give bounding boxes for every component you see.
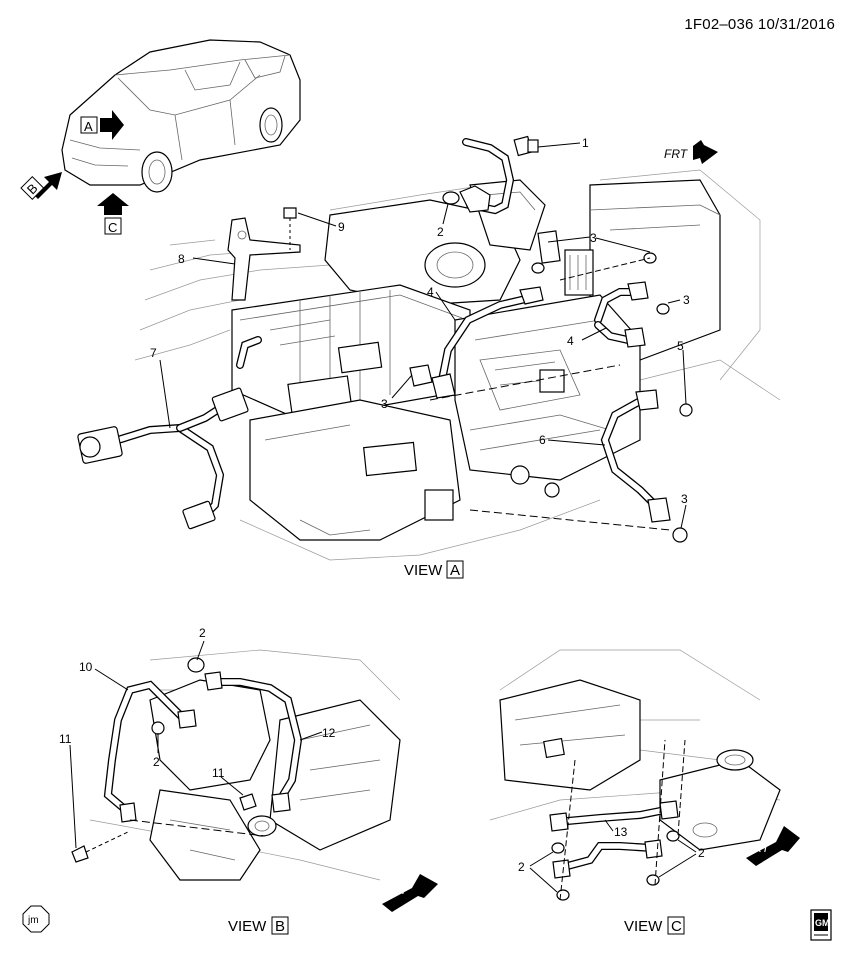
view-b-letter: B [275, 918, 285, 935]
callout-11: 11 [59, 732, 72, 746]
callout-12: 12 [322, 726, 336, 740]
view-b-label: VIEW B [228, 916, 289, 935]
front-indicator-label: FRT [746, 841, 771, 855]
view-c-illustration [489, 649, 781, 901]
view-c-arrow-letter: C [108, 220, 117, 235]
view-a-arrow-letter: A [84, 119, 93, 134]
illustrator-mark-text: jm [27, 915, 39, 926]
drawing-number: 1F02–036 [684, 16, 754, 33]
callout-2: 2 [153, 755, 160, 769]
illustrator-mark: jm [22, 905, 50, 933]
callout-3: 3 [381, 397, 388, 411]
view-a-label: VIEW A [404, 560, 464, 579]
view-c-label: VIEW C [624, 916, 685, 935]
view-a-callouts: 1 2 3 3 3 3 4 4 5 6 7 8 9 [150, 136, 690, 506]
view-b-arrow: B [20, 172, 62, 201]
front-indicator-view-a: FRT [664, 140, 718, 164]
view-c-callouts: 13 2 2 [518, 825, 705, 874]
callout-6: 6 [539, 433, 546, 447]
view-b-callouts: 2 2 10 11 11 12 [59, 626, 336, 780]
view-a-letter: A [450, 562, 460, 579]
callout-3: 3 [683, 293, 690, 307]
drawing-date: 10/31/2016 [757, 16, 835, 33]
view-b-prefix: VIEW [228, 918, 267, 935]
view-a-leaders [159, 142, 687, 529]
callout-5: 5 [677, 339, 684, 353]
callout-9: 9 [338, 220, 345, 234]
view-c-leaders [529, 819, 697, 893]
callout-7: 7 [150, 346, 157, 360]
callout-11: 11 [212, 766, 225, 780]
view-a-illustration [77, 135, 781, 561]
callout-13: 13 [614, 825, 628, 839]
vehicle-illustration [61, 39, 301, 193]
front-indicator-label: FRT [384, 883, 409, 897]
callout-2: 2 [437, 225, 444, 239]
view-b-leaders [69, 640, 323, 849]
view-c-letter: C [671, 918, 682, 935]
view-a-arrow: A [80, 110, 124, 140]
callout-4: 4 [567, 334, 574, 348]
front-indicator-view-b: FRT [382, 874, 438, 912]
view-c-arrow: C [97, 193, 129, 235]
callout-3: 3 [681, 492, 688, 506]
front-indicator-view-c: FRT [746, 826, 800, 866]
gm-logo-text: GM [815, 918, 830, 928]
callout-10: 10 [79, 660, 93, 674]
callout-3: 3 [590, 231, 597, 245]
callout-2: 2 [518, 860, 525, 874]
callout-1: 1 [582, 136, 589, 150]
callout-2: 2 [698, 846, 705, 860]
callout-4: 4 [427, 285, 434, 299]
view-c-prefix: VIEW [624, 918, 663, 935]
gm-logo: GM [810, 909, 832, 941]
front-indicator-label: FRT [664, 147, 689, 161]
callout-8: 8 [178, 252, 185, 266]
view-b-illustration [71, 649, 401, 881]
callout-2: 2 [199, 626, 206, 640]
view-a-prefix: VIEW [404, 562, 443, 579]
drawing-code: 1F02–036 10/31/2016 [684, 16, 835, 33]
